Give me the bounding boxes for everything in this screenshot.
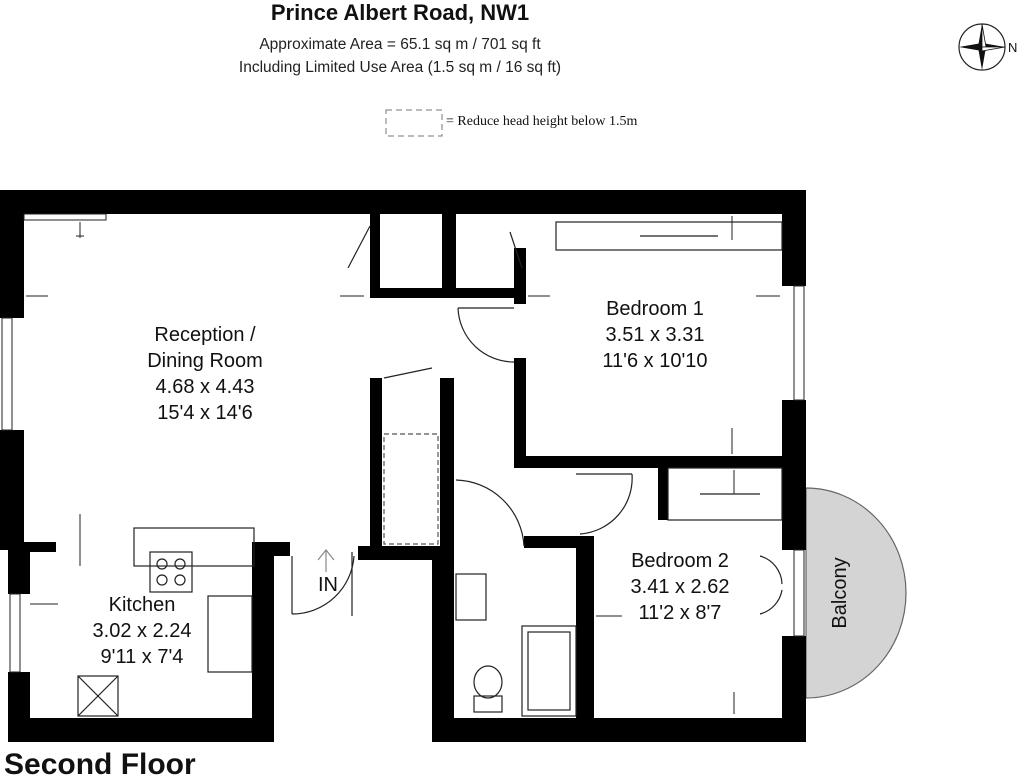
limited-use-summary: Including Limited Use Area (1.5 sq m / 1… [238,59,562,76]
room-reception-metric: 4.68 x 4.43 [155,376,255,398]
doors [291,225,783,616]
room-bedroom1-imperial: 11'6 x 10'10 [602,350,708,372]
plan-title: Prince Albert Road, NW1 [270,0,530,25]
walls [0,190,806,742]
hob-icon [156,558,186,586]
room-reception: Reception / Dining Room 4.68 x 4.43 15'4… [120,322,290,426]
room-bedroom2-metric: 3.41 x 2.62 [630,576,730,598]
compass-north-label: N [1008,40,1018,55]
room-reception-name: Reception / [154,324,256,346]
area-summary: Approximate Area = 65.1 sq m / 701 sq ft [259,36,541,53]
room-bedroom1-name: Bedroom 1 [606,298,704,320]
key-label: = Reduce head height below 1.5m [446,114,638,129]
room-reception-imperial: 15'4 x 14'6 [157,402,253,424]
room-bedroom2: Bedroom 2 3.41 x 2.62 11'2 x 8'7 [610,548,750,626]
room-bedroom2-imperial: 11'2 x 8'7 [638,602,722,624]
compass-icon [958,23,1006,71]
room-kitchen-name: Kitchen [108,594,176,616]
fixtures [77,221,783,717]
room-balcony: Balcony [827,553,853,633]
room-bedroom1-metric: 3.51 x 3.31 [605,324,705,346]
windows [1,213,805,673]
floor-label: Second Floor [4,748,196,781]
room-reception-name-2: Dining Room [147,350,263,372]
room-bedroom1: Bedroom 1 3.51 x 3.31 11'6 x 10'10 [570,296,740,374]
dimension-markers [26,216,780,714]
entrance-label-text: IN [318,574,338,596]
entrance-label: IN [308,572,348,598]
head-height-key-swatch [385,109,443,137]
room-bedroom2-name: Bedroom 2 [631,550,729,572]
room-kitchen: Kitchen 3.02 x 2.24 9'11 x 7'4 [72,592,212,670]
room-balcony-name: Balcony [829,557,851,629]
room-kitchen-imperial: 9'11 x 7'4 [100,646,184,668]
room-kitchen-metric: 3.02 x 2.24 [92,620,192,642]
balcony-area [805,487,907,699]
entrance-arrow-icon [317,549,335,572]
